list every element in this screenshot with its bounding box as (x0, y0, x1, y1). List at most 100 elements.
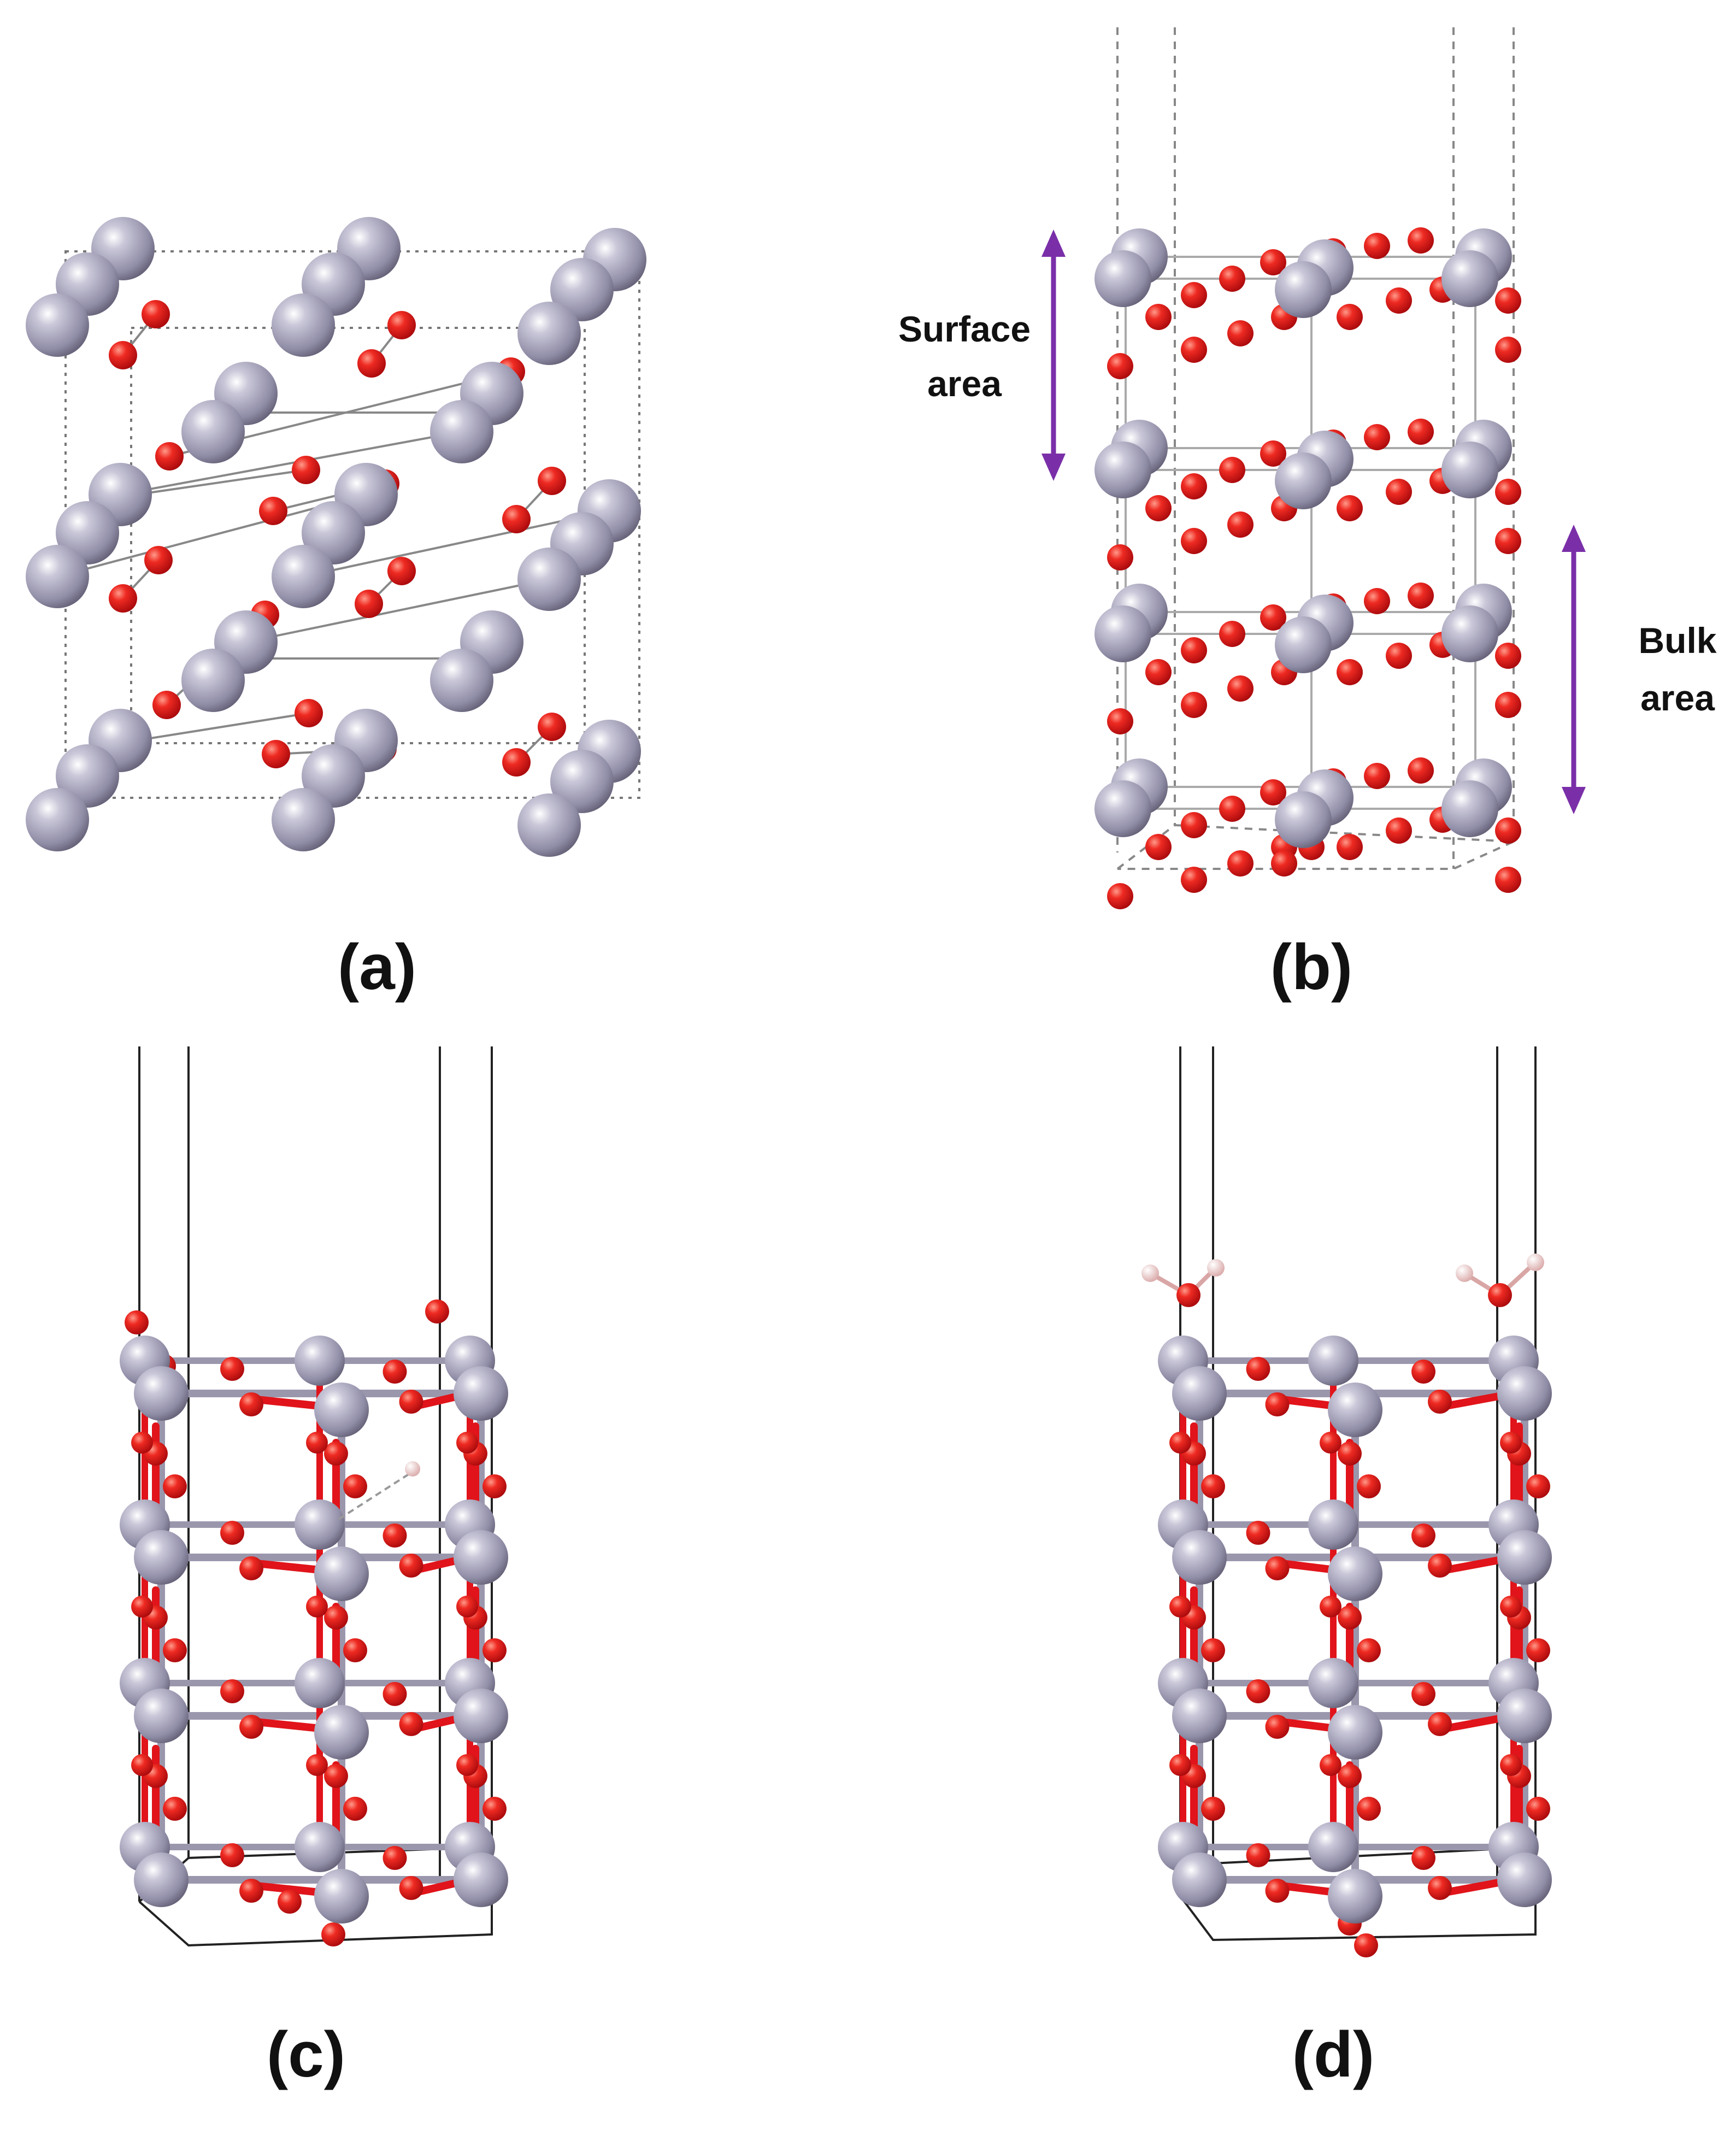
oxygen-atom (292, 456, 320, 484)
oxygen-atom (482, 1638, 507, 1662)
oxygen-atom (1526, 1638, 1550, 1662)
oxygen-atoms-c (125, 1299, 507, 1946)
oxygen-atom (1265, 1392, 1290, 1416)
oxygen-atom (1246, 1357, 1270, 1381)
oxygen-atom (1428, 1554, 1452, 1578)
oxygen-atom (1219, 457, 1245, 483)
oxygen-atom (1500, 1596, 1522, 1618)
oxygen-atom (1145, 304, 1172, 330)
metal-atom (26, 293, 89, 357)
metal-atom (1497, 1689, 1552, 1743)
oxygen-atom (142, 300, 170, 328)
metal-atom (314, 1705, 369, 1760)
oxygen-atom (482, 1474, 507, 1498)
metal-atoms-b (1094, 228, 1512, 848)
bulk-area-label-line2: area (1640, 678, 1715, 718)
oxygen-atom (1357, 1638, 1381, 1662)
oxygen-atom (1265, 1879, 1290, 1903)
oxygen-atom (1428, 1712, 1452, 1736)
metal-atom (517, 302, 581, 365)
oxygen-atom (1338, 1442, 1362, 1466)
lattice-bond (136, 469, 307, 496)
bulk-area-label-line1: Bulk (1638, 620, 1716, 661)
oxygen-atom (343, 1638, 367, 1662)
metal-atom (314, 1383, 369, 1437)
oxygen-atom (1169, 1432, 1191, 1454)
oxygen-atom (1354, 1933, 1378, 1957)
oxygen-atom (355, 590, 383, 618)
panel-d: (d) (1141, 1046, 1552, 2091)
oxygen-atom (1500, 1432, 1522, 1454)
oxygen-atom (1219, 621, 1245, 647)
metal-atom (295, 1658, 345, 1708)
oxygen-atom (1265, 1715, 1290, 1739)
oxygen-atom (1246, 1521, 1270, 1545)
metal-atoms-a (26, 217, 646, 857)
oxygen-atom (1260, 249, 1286, 275)
lattice-bond (302, 510, 610, 578)
oxygen-atom (357, 349, 386, 378)
oxygen-atom (306, 1754, 328, 1776)
oxygen-atom (109, 584, 137, 613)
metal-atom (1328, 1546, 1382, 1601)
metal-atom (550, 258, 614, 321)
oxygen-atom (1260, 604, 1286, 631)
oxygen-atom (1145, 659, 1172, 685)
oxygen-atom (382, 1846, 407, 1870)
metal-atom (1328, 1869, 1382, 1924)
oxygen-atom (1495, 287, 1521, 314)
metal-atom (1441, 250, 1498, 307)
oxygen-atom (1181, 282, 1207, 308)
oxygen-atom (1495, 528, 1521, 554)
metal-atom (550, 750, 614, 813)
oxygen-atom (220, 1679, 244, 1703)
metal-atom (295, 1499, 345, 1550)
metal-atom (430, 400, 493, 463)
metal-atom (1275, 791, 1332, 848)
oxygen-atom (324, 1442, 348, 1466)
hydrogen-atoms-c (338, 1461, 420, 1520)
surface-area-label-line2: area (927, 363, 1002, 404)
metal-atom (314, 1869, 369, 1924)
oxygen-atom (387, 557, 416, 585)
oxygen-atom (1408, 583, 1434, 609)
oxygen-atom (131, 1754, 153, 1776)
oxygen-atom (1495, 867, 1521, 893)
oxygen-atom (1526, 1797, 1550, 1821)
metal-atoms-d (1158, 1336, 1552, 1924)
oxygen-atom (382, 1524, 407, 1548)
oxygen-atom (1181, 528, 1207, 554)
oxygen-atom (1338, 1764, 1362, 1788)
metal-atom (181, 649, 245, 712)
oxygen-atom (425, 1299, 449, 1324)
metal-atom (1094, 442, 1151, 498)
oxygen-atom (1495, 643, 1521, 669)
metal-atom (295, 1336, 345, 1386)
metal-atom (1308, 1658, 1358, 1708)
oxygen-atom (220, 1843, 244, 1867)
oxygen-atoms-d (1169, 1283, 1550, 1957)
oxygen-atom (324, 1764, 348, 1788)
oxygen-atom (1219, 266, 1245, 292)
metal-atom (1308, 1336, 1358, 1386)
metal-atom (1441, 780, 1498, 837)
oxygen-atom (1337, 304, 1363, 330)
metal-atom (134, 1366, 189, 1421)
oxygen-atom (1337, 495, 1363, 521)
oxygen-atom (1386, 817, 1412, 844)
oxygen-atom (1145, 834, 1172, 860)
oxygen-atom (343, 1474, 367, 1498)
oxygen-atom (239, 1392, 263, 1416)
oxygen-atom (321, 1922, 345, 1946)
oxygen-atom (239, 1556, 263, 1580)
oxygen-atom (1260, 440, 1286, 467)
panel-label-c: (c) (267, 2019, 345, 2091)
oxygen-atom (1169, 1754, 1191, 1776)
oxygen-atom (399, 1554, 423, 1578)
metal-atom (134, 1852, 189, 1907)
oxygen-atom (239, 1715, 263, 1739)
oxygen-atom (131, 1596, 153, 1618)
metal-atom (295, 1822, 345, 1872)
metal-atom (1172, 1852, 1227, 1907)
